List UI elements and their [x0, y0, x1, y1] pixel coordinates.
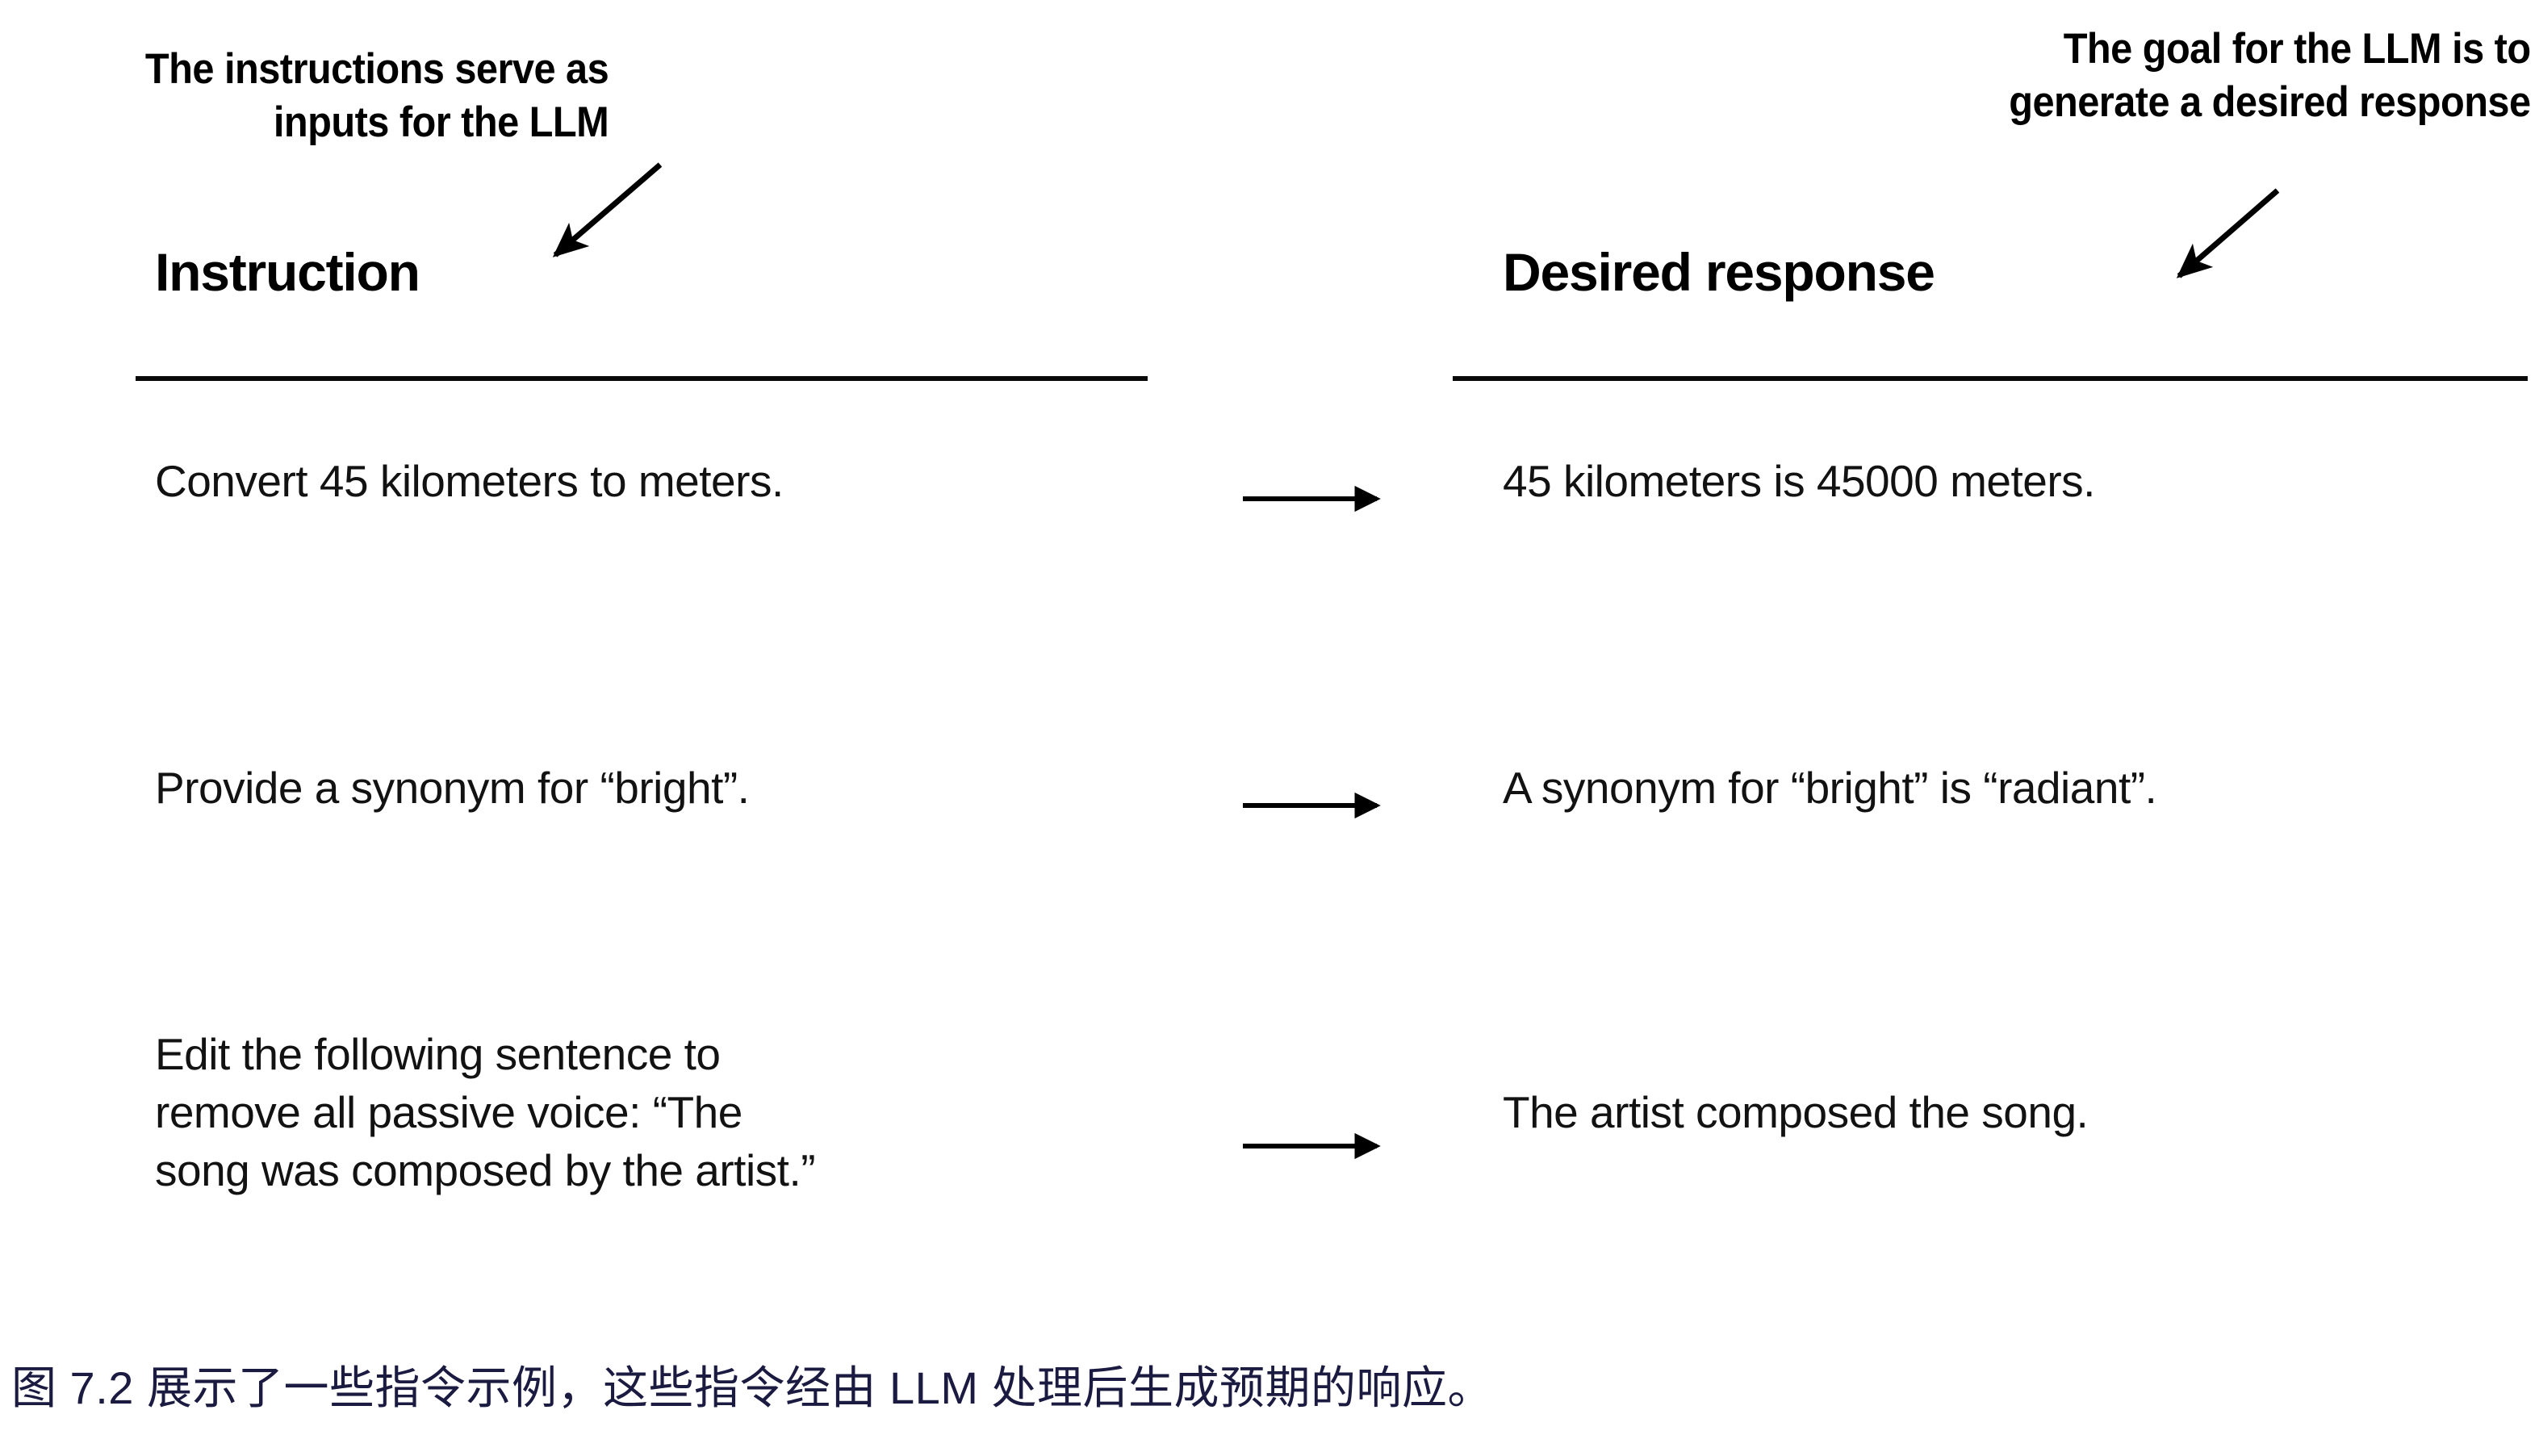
- response-callout-line-1: The goal for the LLM is to: [2064, 25, 2531, 73]
- flow-arrow-icon-1: [1243, 485, 1381, 513]
- instruction-line: Edit the following sentence to: [155, 1029, 721, 1079]
- response-line: A synonym for “bright” is “radiant”.: [1503, 763, 2157, 813]
- instruction-callout-line-2: inputs for the LLM: [273, 98, 609, 146]
- flow-arrow-icon-3: [1243, 1132, 1381, 1160]
- instruction-line: Provide a synonym for “bright”.: [155, 763, 750, 813]
- figure-caption: 图 7.2 展示了一些指令示例，这些指令经由 LLM 处理后生成预期的响应。: [11, 1362, 1494, 1413]
- flow-arrow-icon-2: [1243, 792, 1381, 819]
- instruction-pointer-arrow-icon: [552, 162, 663, 257]
- instruction-cell-1: Convert 45 kilometers to meters.: [155, 452, 1188, 510]
- instruction-cell-2: Provide a synonym for “bright”.: [155, 759, 1188, 817]
- response-cell-1: 45 kilometers is 45000 meters.: [1503, 452, 2536, 510]
- response-pointer-arrow-icon: [2176, 188, 2280, 278]
- response-column-rule: [1453, 376, 2528, 381]
- response-line: 45 kilometers is 45000 meters.: [1503, 456, 2095, 506]
- instruction-column-rule: [136, 376, 1148, 381]
- instruction-line: Convert 45 kilometers to meters.: [155, 456, 784, 506]
- instruction-line: song was composed by the artist.”: [155, 1145, 816, 1195]
- instruction-line: remove all passive voice: “The: [155, 1087, 742, 1137]
- instruction-callout-text: The instructions serve as inputs for the…: [145, 43, 609, 149]
- response-cell-3: The artist composed the song.: [1503, 1083, 2536, 1141]
- response-line: The artist composed the song.: [1503, 1087, 2089, 1137]
- instruction-cell-3: Edit the following sentence to remove al…: [155, 1025, 1188, 1199]
- response-cell-2: A synonym for “bright” is “radiant”.: [1503, 759, 2536, 817]
- instruction-column-heading: Instruction: [155, 242, 420, 302]
- response-column-heading: Desired response: [1503, 242, 1935, 302]
- response-callout-text: The goal for the LLM is to generate a de…: [2009, 23, 2532, 129]
- response-callout-line-2: generate a desired response: [2009, 78, 2532, 126]
- instruction-callout-line-1: The instructions serve as: [144, 45, 609, 93]
